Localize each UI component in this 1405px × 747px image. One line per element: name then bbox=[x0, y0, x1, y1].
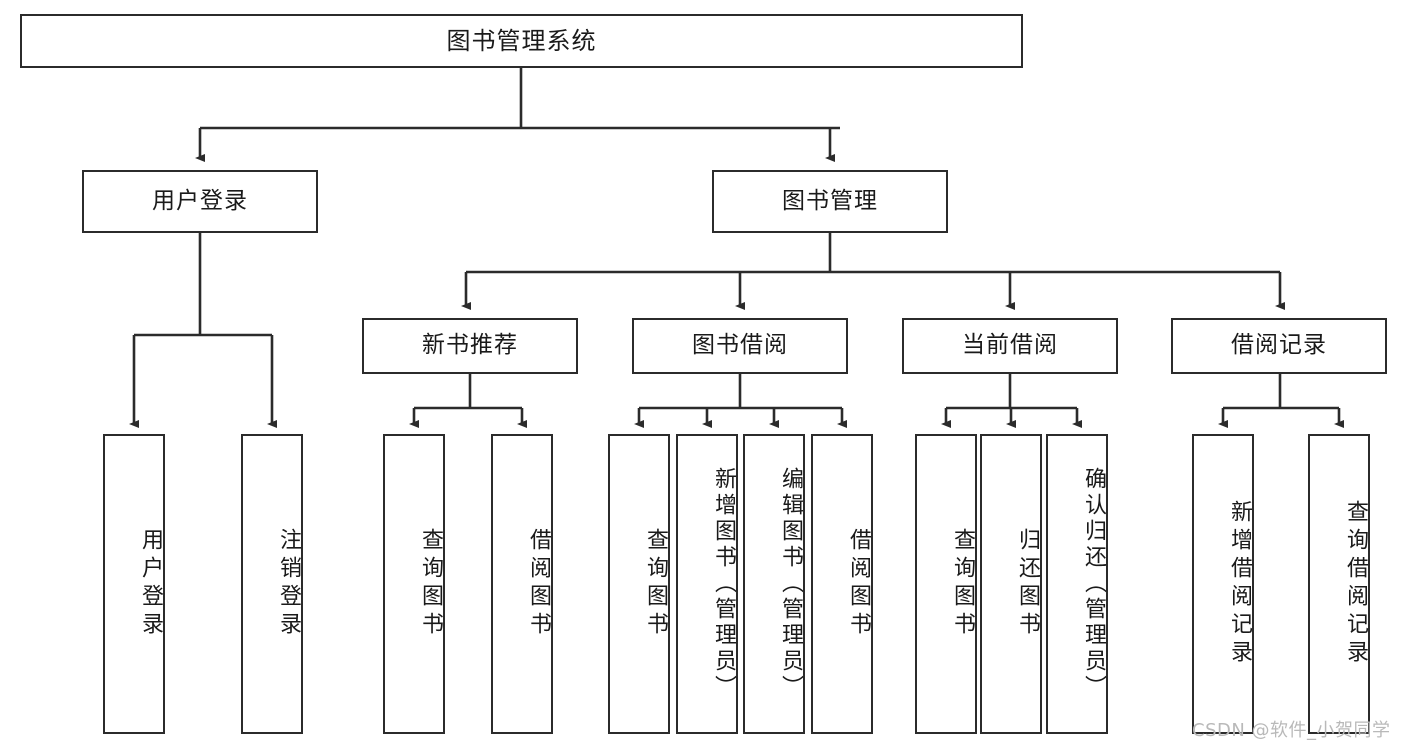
node-leaf-add-book[interactable]: 新增图书（管理员） bbox=[676, 434, 738, 734]
node-leaf-query-borrow-record[interactable]: 查询借阅记录 bbox=[1308, 434, 1370, 734]
node-label: 确认归还（管理员） bbox=[1081, 467, 1106, 701]
watermark-csdn: CSDN @软件_小贺同学 bbox=[1192, 720, 1391, 741]
node-leaf-borrow-book-recommend[interactable]: 借阅图书 bbox=[491, 434, 553, 734]
node-leaf-return-book[interactable]: 归还图书 bbox=[980, 434, 1042, 734]
node-label: 新增借阅记录 bbox=[1227, 500, 1252, 668]
node-label: 查询图书 bbox=[950, 528, 975, 640]
node-label: 借阅图书 bbox=[846, 528, 871, 640]
node-new-book-recommend[interactable]: 新书推荐 bbox=[362, 318, 578, 374]
node-label: 新增图书（管理员） bbox=[711, 467, 736, 701]
node-book-borrow[interactable]: 图书借阅 bbox=[632, 318, 848, 374]
node-label: 借阅记录 bbox=[1231, 332, 1327, 359]
node-user-login[interactable]: 用户登录 bbox=[82, 170, 318, 233]
node-root-book-management-system[interactable]: 图书管理系统 bbox=[20, 14, 1023, 68]
node-leaf-query-book-current[interactable]: 查询图书 bbox=[915, 434, 977, 734]
node-book-management[interactable]: 图书管理 bbox=[712, 170, 948, 233]
node-label: 用户登录 bbox=[138, 528, 163, 640]
node-borrow-record[interactable]: 借阅记录 bbox=[1171, 318, 1387, 374]
node-leaf-query-book-recommend[interactable]: 查询图书 bbox=[383, 434, 445, 734]
node-leaf-confirm-return[interactable]: 确认归还（管理员） bbox=[1046, 434, 1108, 734]
node-label: 图书管理 bbox=[782, 187, 878, 214]
node-leaf-user-logout[interactable]: 注销登录 bbox=[241, 434, 303, 734]
node-label: 查询图书 bbox=[418, 528, 443, 640]
node-leaf-query-book-borrow[interactable]: 查询图书 bbox=[608, 434, 670, 734]
node-label: 编辑图书（管理员） bbox=[778, 467, 803, 701]
node-label: 用户登录 bbox=[152, 187, 248, 214]
node-label: 查询借阅记录 bbox=[1343, 500, 1368, 668]
node-leaf-edit-book[interactable]: 编辑图书（管理员） bbox=[743, 434, 805, 734]
node-label: 当前借阅 bbox=[962, 332, 1058, 359]
node-label: 图书借阅 bbox=[692, 332, 788, 359]
node-leaf-user-login[interactable]: 用户登录 bbox=[103, 434, 165, 734]
node-current-borrow[interactable]: 当前借阅 bbox=[902, 318, 1118, 374]
node-label: 归还图书 bbox=[1015, 528, 1040, 640]
node-label: 借阅图书 bbox=[526, 528, 551, 640]
node-label: 查询图书 bbox=[643, 528, 668, 640]
node-label: 新书推荐 bbox=[422, 332, 518, 359]
node-label: 注销登录 bbox=[276, 528, 301, 640]
node-label: 图书管理系统 bbox=[446, 26, 597, 55]
node-leaf-borrow-book[interactable]: 借阅图书 bbox=[811, 434, 873, 734]
node-leaf-add-borrow-record[interactable]: 新增借阅记录 bbox=[1192, 434, 1254, 734]
